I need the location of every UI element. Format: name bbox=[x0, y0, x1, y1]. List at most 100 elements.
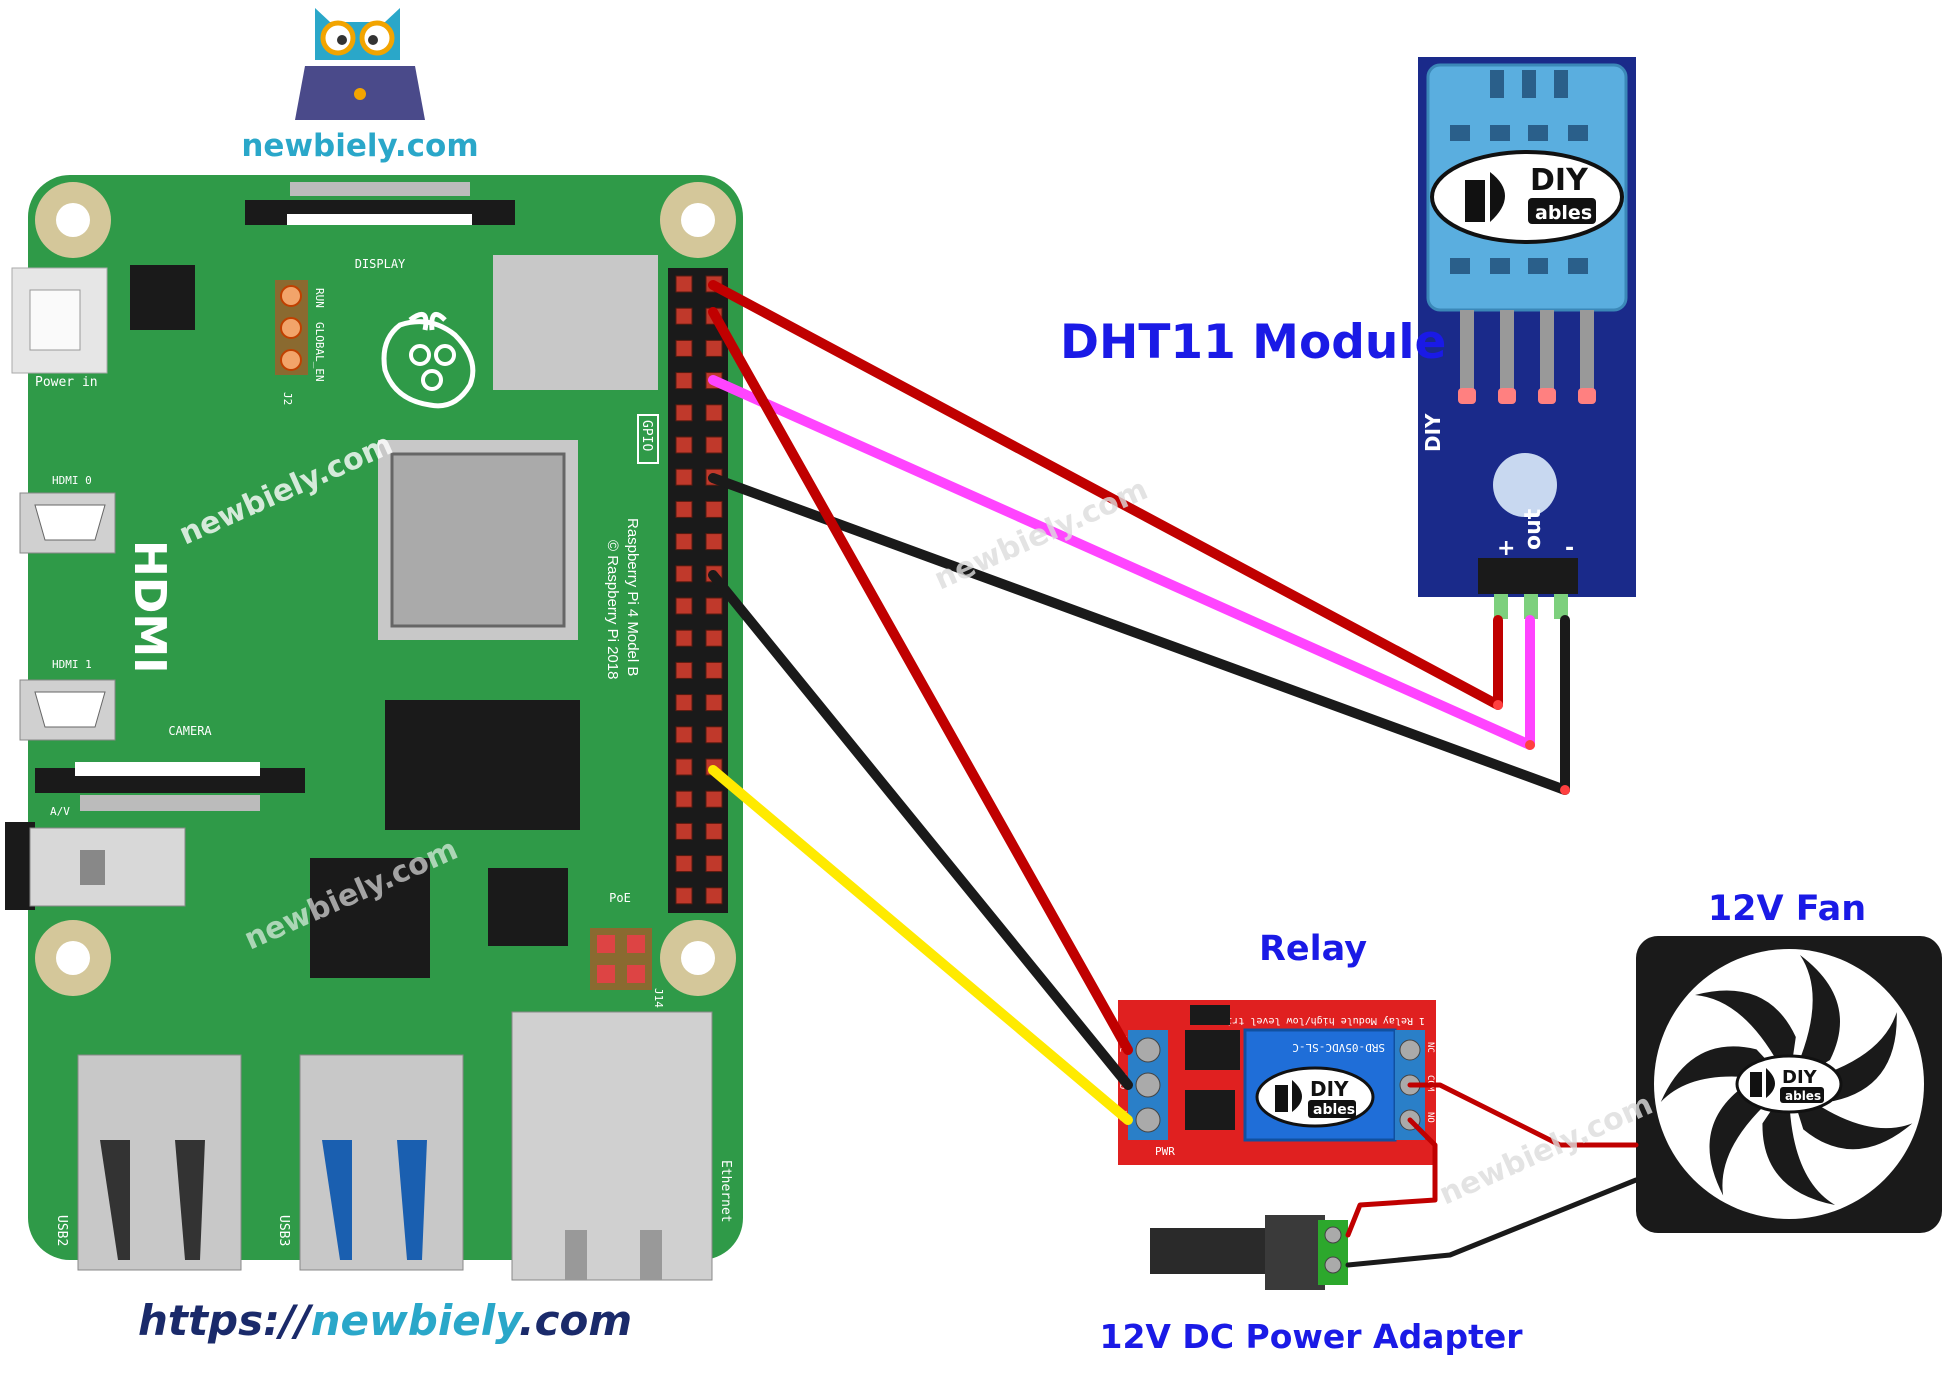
av-jack: A/V bbox=[5, 805, 186, 910]
adapter-barrel bbox=[1150, 1228, 1270, 1274]
j14-label: J14 bbox=[652, 988, 665, 1008]
gpio-pin bbox=[705, 500, 723, 518]
usb2-label: USB2 bbox=[54, 1215, 69, 1246]
wire-gnd-relay bbox=[708, 570, 1133, 1090]
hdmi-big-label: HDMI bbox=[124, 540, 175, 674]
gpio-pin bbox=[705, 629, 723, 647]
watermark-4: newbiely.com bbox=[1434, 1087, 1658, 1212]
gpio-pin bbox=[705, 404, 723, 422]
cpu bbox=[378, 440, 578, 640]
dht-pin-plus: + bbox=[1497, 536, 1515, 561]
display-label: DISPLAY bbox=[355, 257, 406, 271]
fan-diy-bottom: ables bbox=[1785, 1089, 1821, 1103]
dht11-module: DIY ables DIY + out - bbox=[1418, 57, 1636, 619]
gpio-pin bbox=[675, 790, 693, 808]
global-en-label: GLOBAL_EN bbox=[313, 322, 326, 382]
wires bbox=[708, 280, 1639, 1268]
usb-controller-chip bbox=[310, 858, 430, 978]
dht-pin-out: out bbox=[1521, 508, 1546, 550]
fan-blade bbox=[1789, 955, 1840, 1084]
dht11-title: DHT11 Module bbox=[1060, 315, 1446, 370]
relay-title: Relay bbox=[1259, 929, 1367, 969]
gpio-pin bbox=[675, 565, 693, 583]
transistor bbox=[1185, 1090, 1235, 1130]
mounting-holes bbox=[35, 182, 736, 996]
gpio-pins bbox=[675, 275, 723, 905]
mounting-hole bbox=[1493, 453, 1557, 517]
hdmi0-port: HDMI 0 bbox=[19, 474, 116, 554]
gpio-pin bbox=[705, 339, 723, 357]
fan-title: 12V Fan bbox=[1708, 889, 1866, 929]
dht-pin-header bbox=[1478, 558, 1578, 594]
model-line1: Raspberry Pi 4 Model B bbox=[624, 518, 641, 676]
ram-chip bbox=[385, 700, 580, 830]
relay-out-nc: NC bbox=[1425, 1042, 1435, 1053]
gpio-pin bbox=[705, 436, 723, 454]
gpio-pin bbox=[675, 887, 693, 905]
sensor-legs bbox=[1458, 310, 1596, 404]
model-line2: © Raspberry Pi 2018 bbox=[604, 540, 621, 679]
gpio-pin bbox=[675, 339, 693, 357]
fan-blades bbox=[1660, 955, 1913, 1205]
dht-pin-minus: - bbox=[1565, 536, 1574, 561]
relay-line2: SRD-05VDC-SL-C bbox=[1292, 1041, 1385, 1054]
diy-side-logo: DIY bbox=[1421, 413, 1445, 452]
power-in-label: Power in bbox=[35, 375, 98, 390]
ethernet-port: Ethernet bbox=[511, 1011, 733, 1281]
dc-power-adapter bbox=[1150, 1215, 1348, 1290]
diy-logo-top: DIY bbox=[1530, 163, 1589, 198]
gpio-pin bbox=[675, 822, 693, 840]
j2-header: RUN GLOBAL_EN J2 bbox=[275, 280, 326, 405]
gpio-pin bbox=[705, 887, 723, 905]
relay-pwr-label: PWR bbox=[1155, 1145, 1175, 1158]
raspberry-logo-icon bbox=[381, 311, 476, 409]
hdmi1-port: HDMI 1 bbox=[19, 658, 116, 741]
wire-signal-relay bbox=[708, 765, 1133, 1125]
gpio-pin bbox=[705, 822, 723, 840]
av-label: A/V bbox=[50, 805, 70, 818]
url-name: newbiely bbox=[311, 1296, 525, 1345]
gpio-pin bbox=[675, 726, 693, 744]
ethernet-label: Ethernet bbox=[718, 1160, 733, 1223]
relay-out-no: NO bbox=[1425, 1112, 1435, 1123]
gpio-pin bbox=[675, 855, 693, 873]
poe-label: PoE bbox=[609, 891, 631, 905]
jumper bbox=[1190, 1005, 1230, 1025]
site-name: newbiely.com bbox=[241, 128, 478, 164]
wifi-shield bbox=[493, 255, 658, 390]
relay-module: 1 Relay Module high/low level trigger VC… bbox=[1117, 1000, 1436, 1165]
hdmi1-label: HDMI 1 bbox=[52, 658, 92, 671]
gpio-pin bbox=[675, 661, 693, 679]
footer-url[interactable]: https://newbiely.com bbox=[138, 1296, 632, 1345]
relay-line1: 1 Relay Module high/low level trigger bbox=[1202, 1015, 1425, 1026]
wire-adapter-fan bbox=[1345, 1177, 1639, 1268]
gpio-pin bbox=[675, 533, 693, 551]
relay-diy-bottom: ables bbox=[1313, 1102, 1355, 1118]
gpio-pin bbox=[675, 468, 693, 486]
gpio-pin bbox=[675, 404, 693, 422]
display-connector: DISPLAY bbox=[245, 182, 515, 271]
gpio-pin bbox=[705, 726, 723, 744]
run-label: RUN bbox=[313, 288, 326, 308]
j2-label: J2 bbox=[281, 392, 294, 405]
gpio-pin bbox=[705, 597, 723, 615]
fan-blade bbox=[1695, 990, 1796, 1084]
gpio-pin bbox=[675, 275, 693, 293]
fan: DIY ables bbox=[1636, 936, 1942, 1233]
fan-blade bbox=[1762, 1084, 1836, 1205]
relay-diy-top: DIY bbox=[1310, 1077, 1349, 1101]
poe-header: PoE J14 bbox=[590, 891, 665, 1008]
gpio-pin bbox=[705, 533, 723, 551]
usb3-label: USB3 bbox=[276, 1215, 291, 1246]
newbiely-logo: newbiely.com bbox=[241, 8, 479, 164]
diyables-logo: DIY ables bbox=[1430, 150, 1624, 244]
gpio-pin bbox=[675, 758, 693, 776]
gpio-pin bbox=[705, 855, 723, 873]
wire-relay-fan bbox=[1407, 1082, 1639, 1148]
gpio-pin bbox=[675, 597, 693, 615]
gpio-pin bbox=[675, 694, 693, 712]
url-suffix: .com bbox=[519, 1296, 632, 1345]
gpio-pin bbox=[705, 694, 723, 712]
camera-label: CAMERA bbox=[168, 724, 212, 738]
gpio-pin bbox=[675, 372, 693, 390]
